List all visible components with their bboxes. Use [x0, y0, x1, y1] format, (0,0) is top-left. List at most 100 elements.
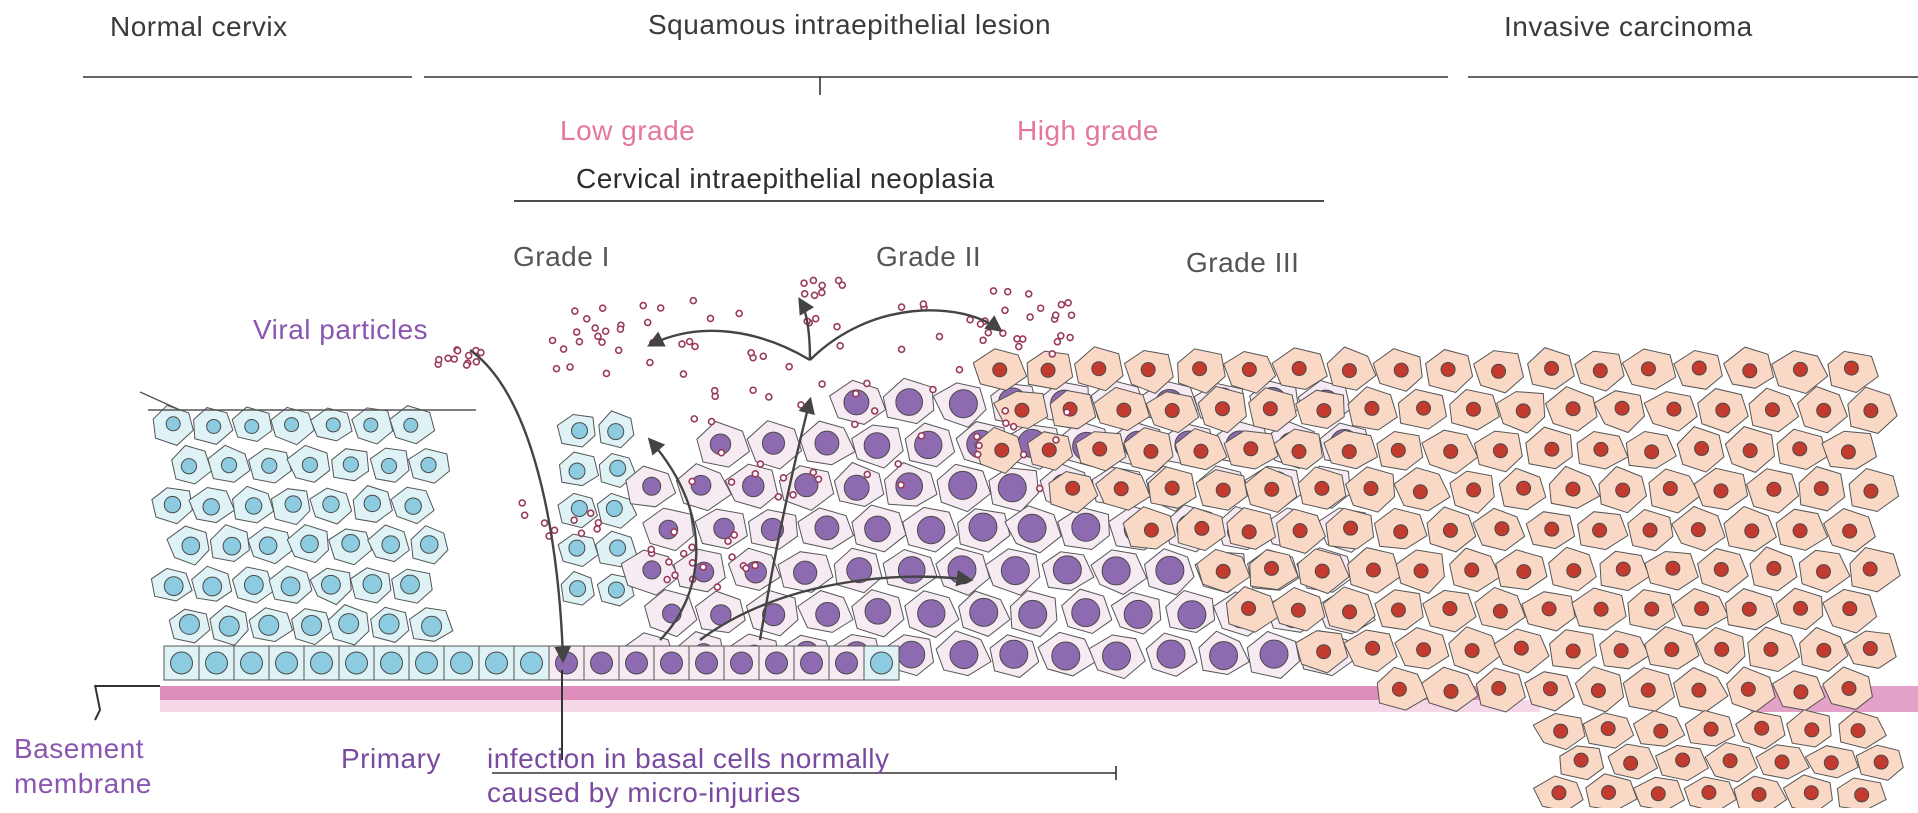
cell-nucleus	[1841, 445, 1855, 459]
basal-cell-nucleus	[381, 652, 403, 674]
cell-nucleus	[420, 536, 438, 554]
viral-particle	[801, 280, 807, 286]
cell-nucleus	[993, 363, 1007, 377]
cell-nucleus	[918, 600, 945, 627]
cell-nucleus	[1755, 721, 1769, 735]
cell-nucleus	[1516, 404, 1530, 418]
cell-nucleus	[844, 475, 869, 500]
cell-nucleus	[1743, 444, 1757, 458]
viral-particle	[550, 337, 556, 343]
cell-nucleus	[379, 614, 399, 634]
cell-nucleus	[421, 457, 436, 472]
viral-particle	[1002, 408, 1008, 414]
normal-surface-pointer	[140, 392, 180, 410]
viral-particle	[864, 380, 870, 386]
viral-particle	[690, 298, 696, 304]
viral-particle	[1053, 312, 1059, 318]
cell-nucleus	[608, 424, 624, 440]
cell-nucleus	[865, 516, 891, 542]
basal-cell-nucleus	[871, 652, 893, 674]
label-basement: Basement	[14, 735, 144, 763]
viral-particle	[647, 360, 653, 366]
cell-nucleus	[1000, 640, 1028, 668]
label-micro-injuries: caused by micro-injuries	[487, 779, 801, 807]
label-primary-infection: infection in basal cells normally	[487, 745, 889, 773]
basal-cell-nucleus	[731, 652, 753, 674]
cell-nucleus	[1844, 361, 1858, 375]
cell-nucleus	[1317, 404, 1331, 418]
cell-nucleus	[1863, 562, 1877, 576]
viral-particle	[812, 292, 818, 298]
cell-nucleus	[1641, 362, 1655, 376]
cell-nucleus	[1394, 525, 1408, 539]
cell-nucleus	[1543, 682, 1557, 696]
cell-nucleus	[1517, 481, 1531, 495]
cell-nucleus	[1645, 445, 1659, 459]
viral-particle	[899, 304, 905, 310]
cell-nucleus	[343, 457, 358, 472]
viral-particle	[552, 527, 558, 533]
viral-particle	[1064, 409, 1070, 415]
cell-nucleus	[898, 641, 925, 668]
cell-nucleus	[1144, 523, 1158, 537]
viral-particle	[451, 356, 457, 362]
cell-nucleus	[1767, 482, 1781, 496]
cell-nucleus	[1293, 524, 1307, 538]
viral-particle	[810, 469, 816, 475]
cell-nucleus	[1342, 445, 1356, 459]
cell-nucleus	[1805, 723, 1819, 737]
viral-particle	[572, 308, 578, 314]
viral-particle	[578, 530, 584, 536]
viral-particle	[689, 544, 695, 550]
viral-particle	[899, 346, 905, 352]
cell-nucleus	[1843, 602, 1857, 616]
viral-particle	[819, 381, 825, 387]
label-viral-particles: Viral particles	[253, 316, 428, 344]
viral-particle	[707, 315, 713, 321]
viral-particle	[1038, 305, 1044, 311]
viral-particle	[898, 482, 904, 488]
basal-cell-nucleus	[346, 652, 368, 674]
viral-particle	[664, 577, 670, 583]
cell-nucleus	[302, 457, 317, 472]
basal-cell-nucleus	[661, 652, 683, 674]
cell-nucleus	[1244, 442, 1258, 456]
cell-nucleus	[1793, 524, 1807, 538]
viral-particle	[718, 450, 724, 456]
viral-particle	[976, 443, 982, 449]
basal-cell-nucleus	[416, 652, 438, 674]
viral-particle	[692, 343, 698, 349]
viral-particle	[1026, 291, 1032, 297]
cell-nucleus	[1242, 363, 1256, 377]
cell-nucleus	[610, 460, 626, 476]
cell-nucleus	[1178, 601, 1206, 629]
cell-nucleus	[1441, 362, 1455, 376]
cell-nucleus	[1654, 724, 1668, 738]
cell-nucleus	[969, 513, 997, 541]
viral-particle	[576, 339, 582, 345]
viral-particle	[600, 305, 606, 311]
cell-nucleus	[1018, 514, 1046, 542]
cell-nucleus	[1141, 363, 1155, 377]
viral-particle	[956, 367, 962, 373]
viral-particle	[603, 370, 609, 376]
label-grade-1: Grade I	[513, 243, 610, 271]
basement-membrane	[160, 686, 1510, 700]
cell-nucleus	[1215, 402, 1229, 416]
cell-nucleus	[1093, 442, 1107, 456]
cell-nucleus	[1767, 561, 1781, 575]
cell-nucleus	[321, 575, 340, 594]
cell-nucleus	[1594, 602, 1608, 616]
viral-particle	[1053, 437, 1059, 443]
cell-nucleus	[1593, 523, 1607, 537]
cell-nucleus	[1624, 756, 1638, 770]
cell-nucleus	[1391, 443, 1405, 457]
viral-particle	[1003, 420, 1009, 426]
cell-nucleus	[1417, 401, 1431, 415]
viral-particle	[775, 494, 781, 500]
viral-particle	[671, 529, 677, 535]
basement-membrane-lower	[160, 700, 1540, 712]
cell-nucleus	[1616, 483, 1630, 497]
basal-cell-nucleus	[521, 652, 543, 674]
basement-pointer	[95, 685, 100, 720]
